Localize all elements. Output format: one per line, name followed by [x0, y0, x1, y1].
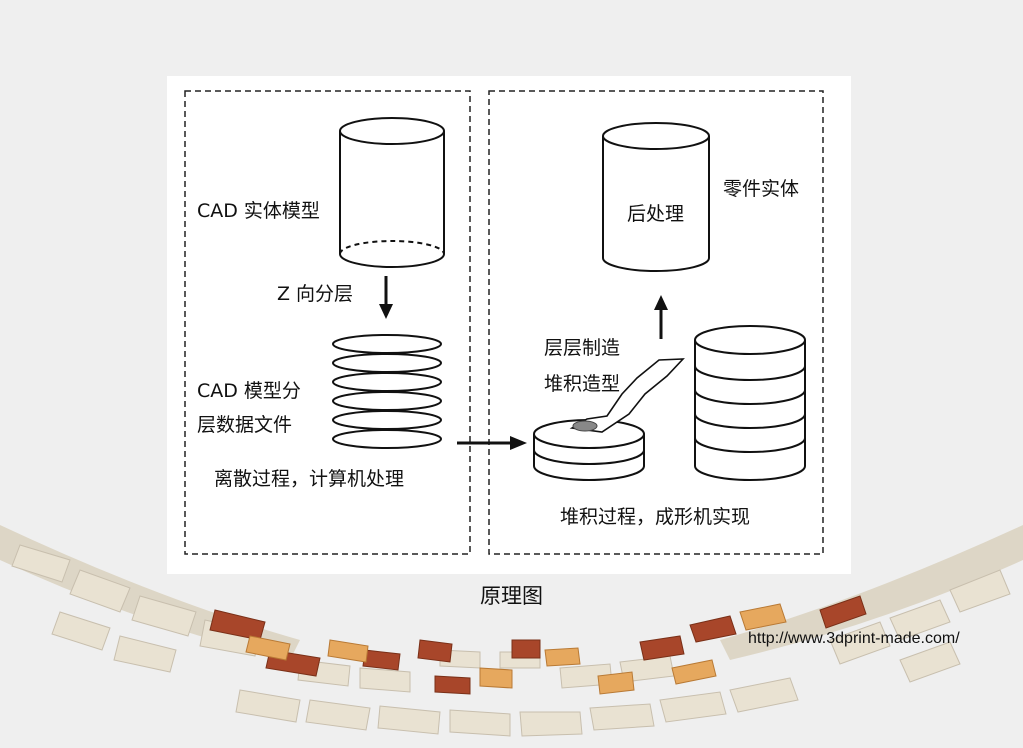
part-entity-label: 零件实体	[723, 178, 800, 200]
figure-caption: 原理图	[480, 584, 543, 608]
sliced-layers	[332, 334, 442, 449]
stack-process-label: 堆积过程，成形机实现	[560, 506, 751, 528]
cad-layer-data-label-line2: 层数据文件	[197, 414, 293, 436]
discrete-process-label: 离散过程，计算机处理	[214, 468, 405, 490]
part-cylinder	[602, 122, 710, 272]
left-dashed-frame	[184, 90, 471, 555]
z-slicing-label: Z 向分层	[277, 283, 354, 305]
cad-model-label: CAD 实体模型	[197, 200, 320, 222]
down-arrow	[379, 276, 393, 319]
right-dashed-frame	[488, 90, 824, 555]
up-arrow	[654, 295, 668, 339]
diagram-graphics	[184, 90, 824, 555]
tile-band	[0, 525, 1023, 737]
layer-manufacture-label: 层层制造	[544, 337, 621, 359]
stacked-cylinder	[694, 325, 806, 481]
deposition-nozzle	[569, 358, 685, 433]
cad-solid-cylinder	[339, 117, 445, 268]
forming-disk	[533, 419, 645, 481]
stack-forming-label: 堆积造型	[544, 373, 621, 395]
website-url: http://www.3dprint-made.com/	[748, 630, 960, 647]
cad-layer-data-label-line1: CAD 模型分	[197, 380, 301, 402]
post-process-label: 后处理	[627, 203, 685, 225]
principle-figure: CAD 实体模型 Z 向分层 CAD 模型分 层数据文件 离散过程，计算机处理 …	[167, 76, 851, 574]
right-arrow	[457, 436, 527, 450]
